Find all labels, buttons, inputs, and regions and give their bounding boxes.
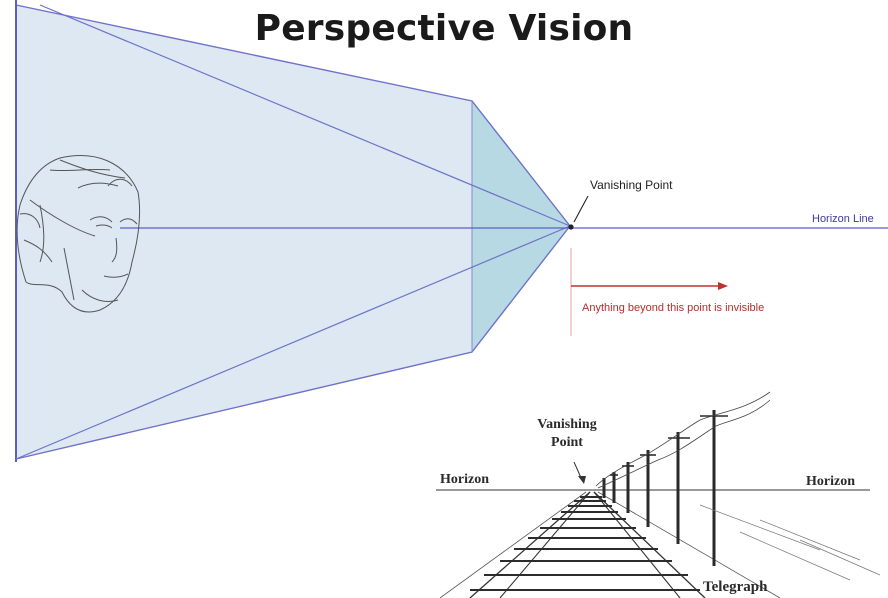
- page-title: Perspective Vision: [254, 8, 634, 49]
- railway-vanishing-point-line2: Point: [551, 435, 583, 450]
- horizon-line-label: Horizon Line: [812, 213, 874, 225]
- railway-horizon-right-label: Horizon: [806, 474, 855, 489]
- vanishing-point-dot: [568, 224, 574, 230]
- projection-plane: [472, 101, 570, 352]
- vanishing-point-label: Vanishing Point: [590, 178, 673, 192]
- head-sketch: [16, 155, 141, 313]
- railway-vanishing-point-line1: Vanishing: [537, 417, 597, 432]
- vanishing-point-pointer: [573, 195, 589, 223]
- railway-illustration: [412, 382, 888, 598]
- railway-vanishing-point-label: Vanishing Point: [522, 416, 612, 452]
- railway-horizon-left-label: Horizon: [440, 472, 489, 487]
- invisible-note: Anything beyond this point is invisible: [582, 302, 765, 314]
- telegraph-label: Telegraph: [703, 579, 768, 595]
- viewing-frustum: [16, 5, 472, 459]
